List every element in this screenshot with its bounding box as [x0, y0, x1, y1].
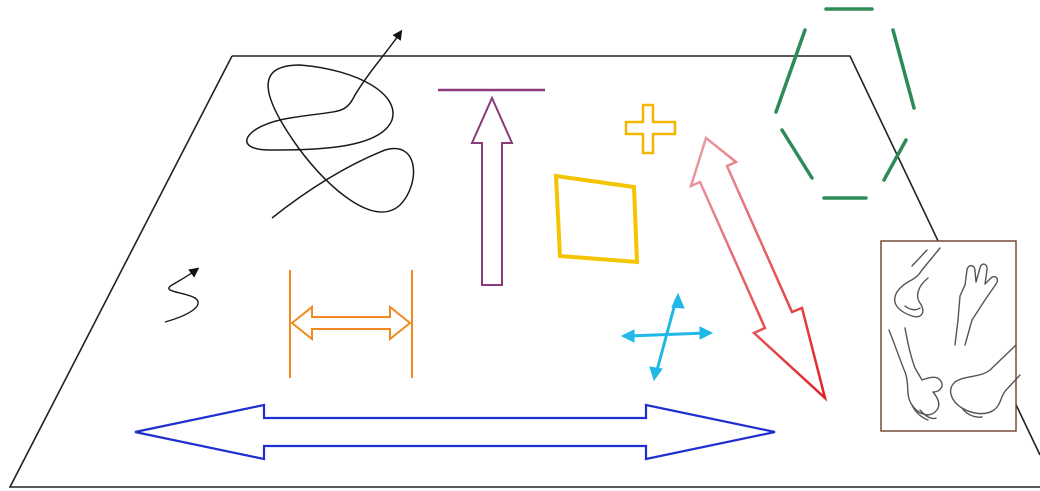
- green-dashed-hexagon: [774, 7, 916, 200]
- cyan-four-way-arrow: [620, 292, 714, 382]
- yellow-rhombus: [553, 173, 640, 265]
- t-bar-up-arrow: [438, 88, 545, 286]
- looping-scribble-arrow: [246, 29, 415, 219]
- yellow-plus: [624, 103, 677, 155]
- blue-long-double-arrow: [134, 403, 776, 461]
- hands-feet-inset: [880, 240, 1021, 432]
- small-squiggle-arrow: [164, 267, 200, 323]
- orange-bounded-double-arrow: [289, 270, 413, 378]
- pink-red-diagonal-arrow: [688, 135, 828, 402]
